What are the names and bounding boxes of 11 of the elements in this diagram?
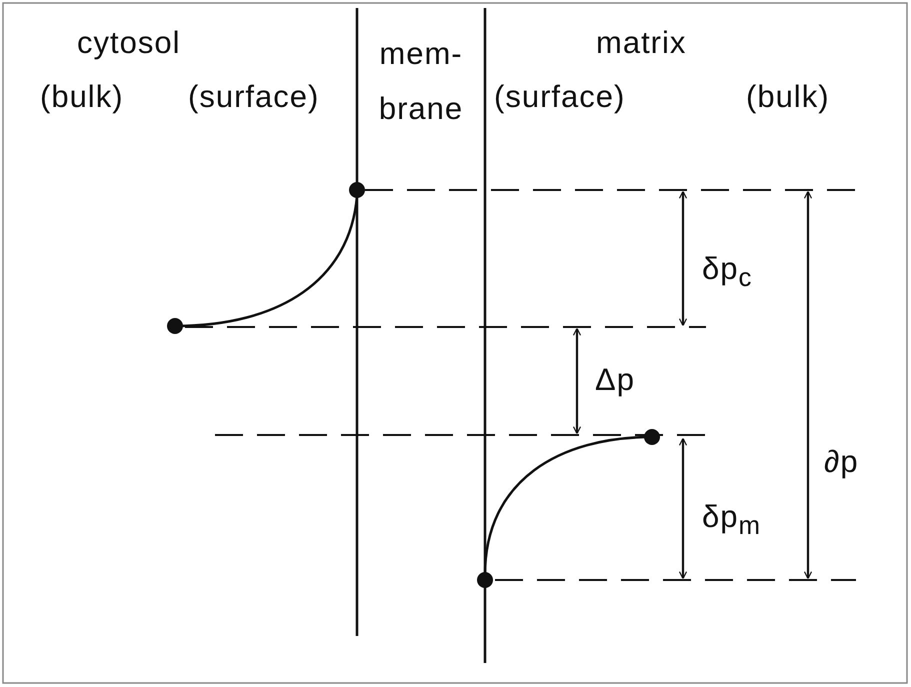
quantity-label: Δp xyxy=(595,363,635,397)
region-sublabel: (bulk) xyxy=(40,80,124,114)
region-label: mem- brane xyxy=(378,35,464,128)
region-sublabel: (surface) xyxy=(188,80,320,114)
region-label: cytosol xyxy=(77,26,180,60)
region-label: matrix xyxy=(596,26,686,60)
quantity-label: δp$_{m}$ xyxy=(702,500,762,542)
region-sublabel: (bulk) xyxy=(746,80,830,114)
quantity-label: δp$_{c}$ xyxy=(702,252,752,294)
quantity-label: ∂p xyxy=(824,445,859,479)
region-sublabel: (surface) xyxy=(494,80,626,114)
